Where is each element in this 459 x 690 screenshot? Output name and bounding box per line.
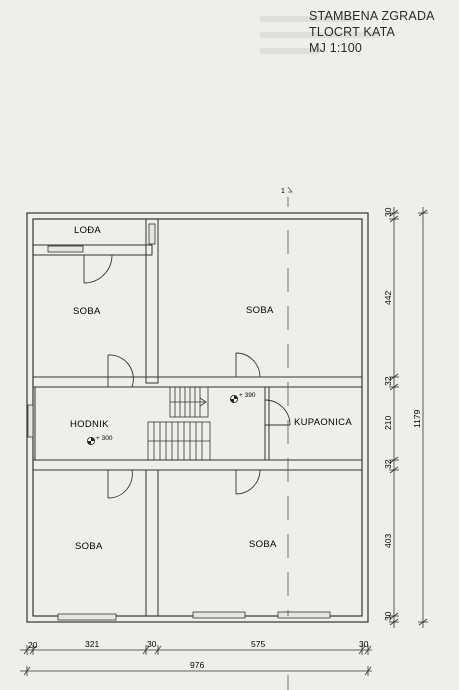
- staircase: [147, 386, 211, 461]
- dim-right-210: 210: [383, 416, 393, 430]
- dim-bottom-30a: 30: [147, 639, 157, 649]
- dim-right-30b: 30: [383, 611, 393, 621]
- room-label-soba-bottom-left: SOBA: [75, 541, 103, 552]
- dim-bottom-321: 321: [85, 639, 99, 649]
- room-label-soba-top-right: SOBA: [246, 305, 274, 316]
- dim-right-442: 442: [383, 291, 393, 305]
- show-through-text: [260, 16, 380, 54]
- dim-bottom-30b: 30: [359, 639, 369, 649]
- dim-right-403: 403: [383, 534, 393, 548]
- dim-right-total: 1179: [412, 409, 422, 428]
- level-marker-icon: [87, 436, 96, 445]
- dim-right-30a: 30: [383, 207, 393, 217]
- level-stair-landing: + 390: [239, 392, 256, 399]
- section-marker: 1: [281, 188, 285, 195]
- room-label-kupaonica: KUPAONICA: [294, 417, 352, 428]
- title-block: STAMBENA ZGRADA TLOCRT KATA MJ 1:100: [309, 8, 435, 56]
- dim-bottom-total: 976: [190, 660, 204, 670]
- dim-right-32b: 32: [383, 459, 393, 469]
- dim-bottom-20: 20: [28, 640, 38, 650]
- bottom-dimension-lines: [20, 645, 372, 676]
- section-line: [287, 186, 293, 690]
- doors: [83, 254, 291, 499]
- room-label-hodnik: HODNIK: [70, 419, 109, 430]
- title-line-3: MJ 1:100: [309, 41, 363, 55]
- level-hodnik: + 300: [96, 435, 113, 442]
- room-label-soba-top-left: SOBA: [73, 306, 101, 317]
- dim-right-32a: 32: [383, 376, 393, 386]
- level-marker-icon: [229, 394, 238, 403]
- title-line-2: TLOCRT KATA: [309, 25, 396, 39]
- windows: [27, 223, 331, 621]
- room-label-loda: LOĐA: [74, 225, 101, 236]
- room-label-soba-bottom-right: SOBA: [249, 539, 277, 550]
- dim-bottom-575: 575: [251, 639, 265, 649]
- right-dimension-lines: [389, 207, 428, 628]
- title-line-1: STAMBENA ZGRADA: [309, 9, 435, 23]
